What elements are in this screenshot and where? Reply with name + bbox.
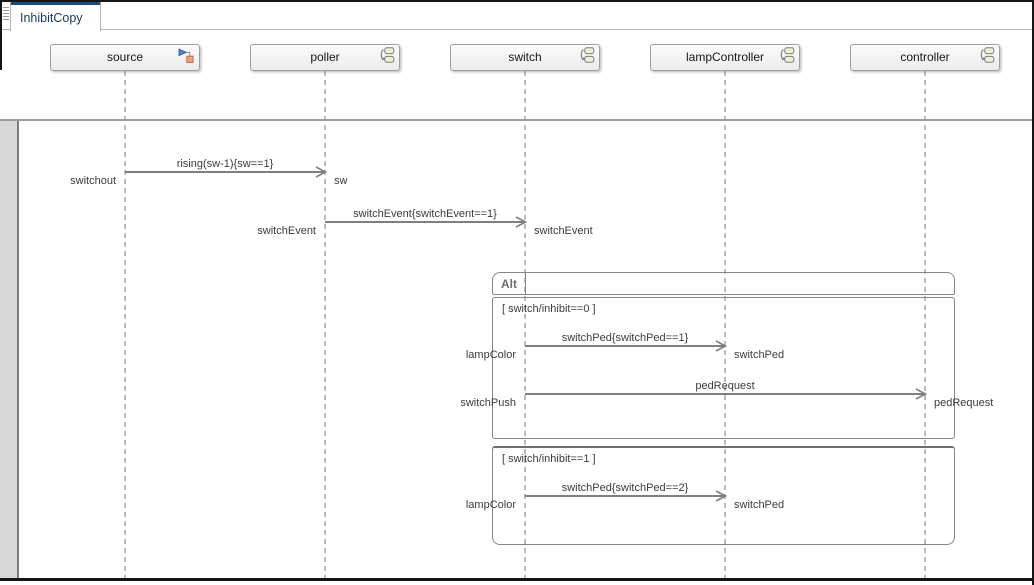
panel-splitter[interactable] [17, 121, 19, 578]
tab-inhibitcopy[interactable]: InhibitCopy [10, 2, 101, 31]
lifeline-label: switch [508, 50, 542, 64]
arrowhead-icon [915, 388, 928, 400]
lifeline-header-poller[interactable]: poller [250, 44, 400, 71]
message-line [525, 393, 924, 395]
message-source-port-label: switchPush [460, 397, 516, 409]
window-border-left [0, 0, 2, 70]
message-rising[interactable]: rising(sw-1){sw==1} [125, 155, 328, 178]
drag-handle-icon[interactable] [3, 7, 9, 20]
window-border-top [0, 0, 1034, 2]
arrowhead-icon [715, 490, 728, 502]
lifeline-header-controller[interactable]: controller [850, 44, 1000, 71]
lifeline-label: source [106, 50, 144, 64]
message-line [125, 171, 324, 173]
arrowhead-icon [315, 166, 328, 178]
message-label[interactable]: switchPed{switchPed==2} [561, 482, 689, 494]
message-label[interactable]: switchPed{switchPed==1} [561, 332, 689, 344]
message-pedrequest[interactable]: pedRequest [525, 377, 928, 400]
simulink-block-icon [177, 47, 195, 69]
message-label[interactable]: rising(sw-1){sw==1} [176, 158, 274, 170]
stateflow-chart-icon [379, 47, 395, 68]
message-label[interactable]: switchEvent{switchEvent==1} [353, 208, 497, 220]
message-source-port-label: lampColor [465, 499, 516, 511]
message-target-port-label: switchPed [734, 349, 785, 361]
message-target-port-label: sw [334, 175, 348, 187]
fragment-operator-label: Alt [493, 273, 526, 294]
message-source-port-label: lampColor [465, 349, 516, 361]
window-border-bottom [0, 578, 1034, 581]
alt-operand-1[interactable]: [ switch/inhibit==0 ] [492, 297, 955, 439]
lifeline-label: poller [310, 50, 340, 64]
message-target-port-label: switchEvent [534, 225, 593, 237]
alt-fragment-header[interactable]: Alt [492, 272, 955, 295]
message-line [525, 495, 724, 497]
lifeline-controller[interactable] [924, 71, 926, 578]
stateflow-chart-icon [779, 47, 795, 68]
message-line [325, 221, 524, 223]
lifeline-lampcontroller[interactable] [724, 71, 726, 578]
message-target-port-label: pedRequest [934, 397, 994, 409]
lifeline-source[interactable] [124, 71, 126, 578]
stateflow-chart-icon [579, 47, 595, 68]
collapsed-panel-gutter [0, 121, 17, 578]
message-source-port-label: switchEvent [257, 225, 316, 237]
lifeline-poller[interactable] [324, 71, 326, 578]
lifeline-header-switch[interactable]: switch [450, 44, 600, 71]
tab-label: InhibitCopy [20, 11, 83, 25]
message-target-port-label: switchPed [734, 499, 785, 511]
guard-label[interactable]: [ switch/inhibit==0 ] [502, 303, 596, 315]
stateflow-chart-icon [979, 47, 995, 68]
message-switchped-2[interactable]: switchPed{switchPed==2} [525, 479, 728, 502]
message-label[interactable]: pedRequest [695, 380, 755, 392]
tab-bar [0, 0, 1034, 30]
message-line [525, 345, 724, 347]
message-switchped-1[interactable]: switchPed{switchPed==1} [525, 329, 728, 352]
message-switchevent[interactable]: switchEvent{switchEvent==1} [325, 205, 528, 228]
lifeline-header-lampcontroller[interactable]: lampController [650, 44, 800, 71]
arrowhead-icon [515, 216, 528, 228]
lifeline-label: controller [900, 50, 950, 64]
lifeline-header-source[interactable]: source [50, 44, 200, 71]
alt-operand-2[interactable]: [ switch/inhibit==1 ] [492, 446, 955, 545]
arrowhead-icon [715, 340, 728, 352]
lifeline-switch[interactable] [524, 71, 526, 578]
guard-label[interactable]: [ switch/inhibit==1 ] [502, 453, 596, 465]
message-source-port-label: switchout [70, 175, 116, 187]
lifeline-label: lampController [685, 50, 765, 64]
window-border-right [1032, 0, 1034, 585]
pane-separator [0, 119, 1034, 121]
